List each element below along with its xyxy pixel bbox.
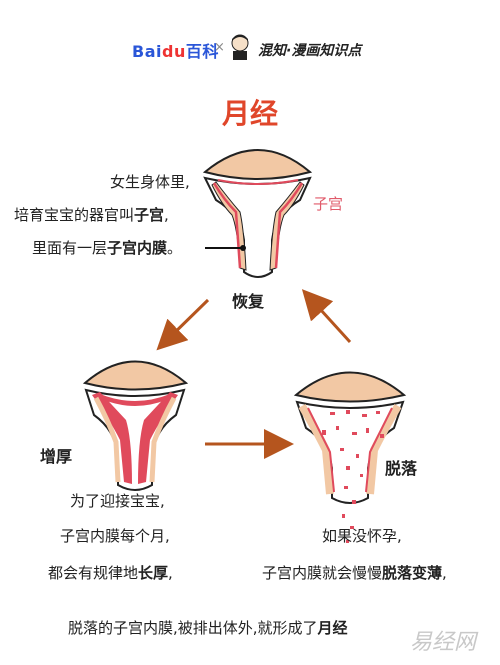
arrow-to-recover: [301, 289, 352, 344]
shed-line-2: 子宫内膜就会慢慢脱落变薄,: [262, 564, 447, 582]
watermark: 易经网: [410, 630, 477, 655]
partner-brand: 混知·漫画知识点: [258, 43, 362, 59]
label-uterus: 子宫: [313, 195, 344, 213]
separator: ×: [214, 40, 225, 55]
label-shed: 脱落: [385, 459, 418, 478]
shed-fragments: [322, 410, 384, 543]
label-recover: 恢复: [232, 292, 265, 311]
thicken-line-3: 都会有规律地长厚,: [48, 564, 173, 582]
thicken-line-1: 为了迎接宝宝,: [70, 492, 165, 510]
avatar-icon: [231, 34, 249, 60]
intro-line-1: 女生身体里,: [110, 173, 190, 191]
conclusion-line: 脱落的子宫内膜,被排出体外,就形成了月经: [68, 619, 348, 637]
arrow-to-thicken: [156, 298, 210, 351]
intro-line-3: 里面有一层子宫内膜。: [32, 239, 183, 257]
baidu-baike-logo: Baidu百科: [132, 42, 219, 61]
uterus-shedding: [293, 371, 407, 543]
page-title: 月经: [221, 97, 278, 130]
uterus-thickened: [82, 360, 189, 491]
thicken-line-2: 子宫内膜每个月,: [60, 527, 170, 545]
label-thicken: 增厚: [40, 447, 73, 466]
shed-line-1: 如果没怀孕,: [322, 527, 402, 545]
pointer-dot: [240, 245, 246, 251]
intro-line-2: 培育宝宝的器官叫子宫,: [14, 206, 169, 224]
uterus-normal: [202, 149, 313, 278]
